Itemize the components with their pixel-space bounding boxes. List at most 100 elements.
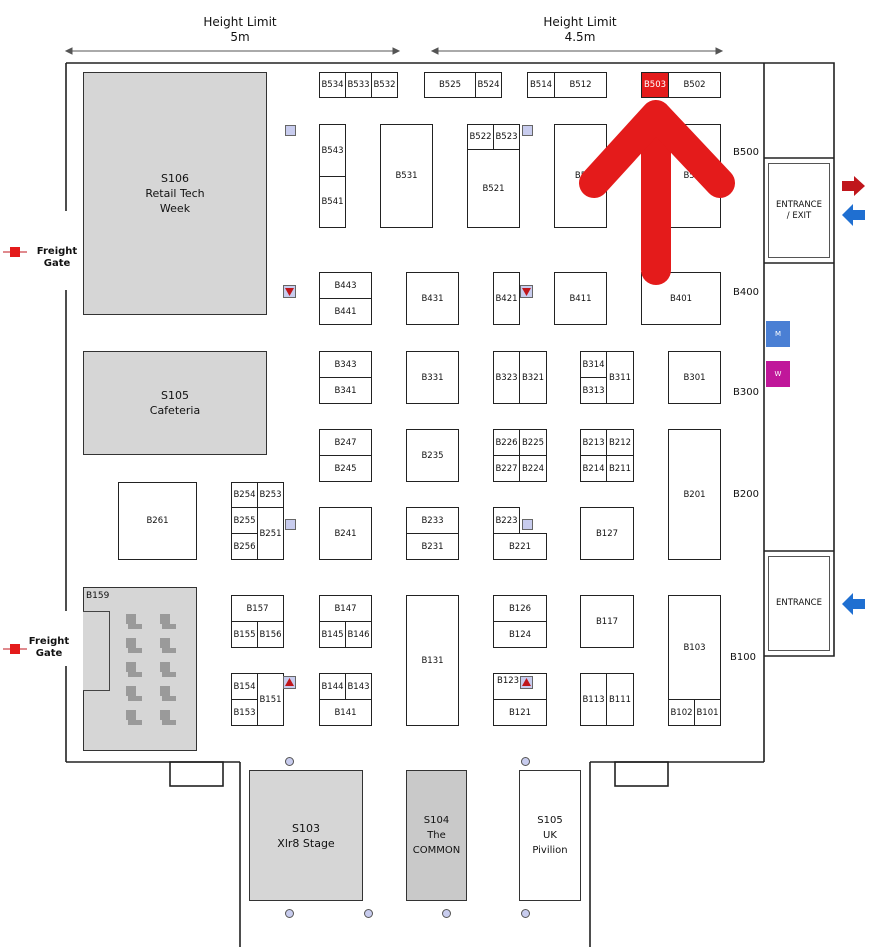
booth-b117[interactable]: B117 [580, 595, 634, 648]
booth-b233[interactable]: B233 [406, 507, 459, 534]
booth-b256[interactable]: B256 [231, 533, 258, 560]
freight-gate-icon [3, 644, 27, 654]
booth-b251[interactable]: B251 [257, 507, 284, 560]
height-limit-title: Height Limit [543, 15, 617, 29]
pillar-icon [442, 909, 451, 918]
booth-b141[interactable]: B141 [319, 699, 372, 726]
booth-b231[interactable]: B231 [406, 533, 459, 560]
booth-b503-highlighted[interactable]: B503 [641, 72, 669, 98]
location-arrow-icon [579, 100, 735, 285]
pillar-icon [521, 909, 530, 918]
booth-b441[interactable]: B441 [319, 298, 372, 325]
booth-b261[interactable]: B261 [118, 482, 197, 560]
booth-b247[interactable]: B247 [319, 429, 372, 456]
info-point-icon [522, 125, 533, 136]
booth-b321[interactable]: B321 [519, 351, 547, 404]
s103-xlr8-stage[interactable]: S103 Xlr8 Stage [249, 770, 363, 901]
booth-b126[interactable]: B126 [493, 595, 547, 622]
booth-b525[interactable]: B525 [424, 72, 476, 98]
booth-b144[interactable]: B144 [319, 673, 346, 700]
booth-b341[interactable]: B341 [319, 377, 372, 404]
booth-b502[interactable]: B502 [668, 72, 721, 98]
booth-b226[interactable]: B226 [493, 429, 520, 456]
s104-the-common[interactable]: S104 The COMMON [406, 770, 467, 901]
booth-b213[interactable]: B213 [580, 429, 607, 456]
booth-b421[interactable]: B421 [493, 272, 520, 325]
booth-b127[interactable]: B127 [580, 507, 634, 560]
booth-b301[interactable]: B301 [668, 351, 721, 404]
booth-b103[interactable]: B103 [668, 595, 721, 700]
booth-b443[interactable]: B443 [319, 272, 372, 299]
booth-b245[interactable]: B245 [319, 455, 372, 482]
booth-b151[interactable]: B151 [257, 673, 284, 726]
booth-b156[interactable]: B156 [257, 621, 284, 648]
freight-gate-label: Freight Gate [28, 636, 70, 659]
b159-stage [83, 611, 110, 691]
booth-b146[interactable]: B146 [345, 621, 372, 648]
booth-b153[interactable]: B153 [231, 699, 258, 726]
booth-b147[interactable]: B147 [319, 595, 372, 622]
entry-arrow-icon [842, 593, 865, 615]
booth-b532[interactable]: B532 [371, 72, 398, 98]
booth-b225[interactable]: B225 [519, 429, 547, 456]
booth-b522[interactable]: B522 [467, 124, 494, 150]
booth-b311[interactable]: B311 [606, 351, 634, 404]
booth-b113[interactable]: B113 [580, 673, 607, 726]
booth-b411[interactable]: B411 [554, 272, 607, 325]
booth-b227[interactable]: B227 [493, 455, 520, 482]
booth-b224[interactable]: B224 [519, 455, 547, 482]
booth-b521[interactable]: B521 [467, 149, 520, 228]
booth-b154[interactable]: B154 [231, 673, 258, 700]
row-label-b300: B300 [733, 387, 759, 398]
booth-b331[interactable]: B331 [406, 351, 459, 404]
booth-b157[interactable]: B157 [231, 595, 284, 622]
booth-b254[interactable]: B254 [231, 482, 258, 508]
booth-b343[interactable]: B343 [319, 351, 372, 378]
booth-b313[interactable]: B313 [580, 377, 607, 404]
booth-b214[interactable]: B214 [580, 455, 607, 482]
entrance-door[interactable]: ENTRANCE [768, 556, 830, 651]
booth-b221[interactable]: B221 [493, 533, 547, 560]
booth-b201[interactable]: B201 [668, 429, 721, 560]
booth-b531[interactable]: B531 [380, 124, 433, 228]
booth-b102[interactable]: B102 [668, 699, 695, 726]
b159-label: B159 [86, 591, 110, 601]
s105-cafeteria[interactable]: S105 Cafeteria [83, 351, 267, 455]
seating-icons [126, 614, 176, 725]
booth-b212[interactable]: B212 [606, 429, 634, 456]
booth-b121[interactable]: B121 [493, 699, 547, 726]
s106-retail-tech-week[interactable]: S106 Retail Tech Week [83, 72, 267, 315]
booth-b101[interactable]: B101 [694, 699, 721, 726]
booth-b523[interactable]: B523 [493, 124, 520, 150]
pillar-icon [364, 909, 373, 918]
fire-extinguisher-up-icon [520, 676, 533, 689]
booth-b541[interactable]: B541 [319, 176, 346, 228]
freight-gate-icon [3, 247, 27, 257]
booth-b223[interactable]: B223 [493, 507, 520, 534]
booth-b543[interactable]: B543 [319, 124, 346, 177]
booth-b255[interactable]: B255 [231, 507, 258, 534]
booth-b211[interactable]: B211 [606, 455, 634, 482]
row-label-b100: B100 [730, 652, 756, 663]
booth-b241[interactable]: B241 [319, 507, 372, 560]
booth-b145[interactable]: B145 [319, 621, 346, 648]
booth-b431[interactable]: B431 [406, 272, 459, 325]
booth-b124[interactable]: B124 [493, 621, 547, 648]
entrance-exit-door[interactable]: ENTRANCE / EXIT [768, 163, 830, 258]
booth-b143[interactable]: B143 [345, 673, 372, 700]
booth-b314[interactable]: B314 [580, 351, 607, 378]
booth-b131[interactable]: B131 [406, 595, 459, 726]
booth-b514[interactable]: B514 [527, 72, 555, 98]
booth-b512[interactable]: B512 [554, 72, 607, 98]
s105-uk-pavilion[interactable]: S105 UK Pivilion [519, 770, 581, 901]
info-point-icon [285, 519, 296, 530]
booth-b534[interactable]: B534 [319, 72, 346, 98]
booth-b155[interactable]: B155 [231, 621, 258, 648]
booth-b111[interactable]: B111 [606, 673, 634, 726]
booth-b524[interactable]: B524 [475, 72, 502, 98]
entry-arrow-icon [842, 204, 865, 226]
booth-b235[interactable]: B235 [406, 429, 459, 482]
booth-b533[interactable]: B533 [345, 72, 372, 98]
booth-b253[interactable]: B253 [257, 482, 284, 508]
booth-b323[interactable]: B323 [493, 351, 520, 404]
